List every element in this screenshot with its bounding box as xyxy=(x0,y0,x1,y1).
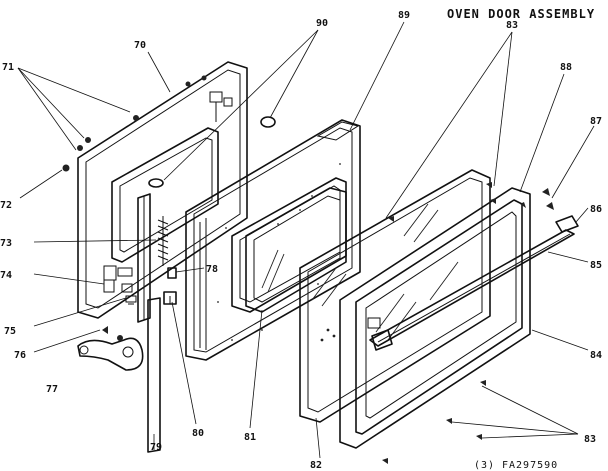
callout-85: 85 xyxy=(590,260,602,271)
callout-70: 70 xyxy=(134,40,146,51)
callout-74: 74 xyxy=(0,270,12,281)
callout-75: 75 xyxy=(4,326,16,337)
handle-end-86 xyxy=(555,215,579,233)
callout-81: 81 xyxy=(244,432,256,443)
screw-72 xyxy=(62,164,70,172)
callout-84: 84 xyxy=(590,350,602,361)
callout-83-top: 83 xyxy=(506,20,518,31)
hinge-pin-78 xyxy=(167,267,177,279)
screws-87 xyxy=(520,188,554,210)
diagram-title: OVEN DOOR ASSEMBLY xyxy=(447,7,595,21)
callout-82: 82 xyxy=(310,460,322,471)
callout-71: 71 xyxy=(2,62,14,73)
screw-76 xyxy=(102,326,108,334)
callout-78: 78 xyxy=(206,264,218,275)
hinge-channel-79 xyxy=(137,193,161,453)
leader-lines xyxy=(17,21,595,459)
callout-76: 76 xyxy=(14,350,26,361)
stop-75 xyxy=(125,295,137,305)
callout-77: 77 xyxy=(46,384,58,395)
hinge-bracket-74 xyxy=(103,279,133,293)
figure-id: FA297590 xyxy=(502,460,558,471)
callout-79: 79 xyxy=(150,442,162,453)
hinge-block-80 xyxy=(163,291,177,305)
callout-88: 88 xyxy=(560,62,572,73)
window-glass-82 xyxy=(299,169,491,423)
callout-87: 87 xyxy=(590,116,602,127)
callout-labels: 70 71 72 73 74 75 76 77 78 79 80 81 82 8… xyxy=(0,10,602,471)
footer-code: (3) xyxy=(474,460,495,471)
front-door-frame-88 xyxy=(339,187,531,449)
callout-89: 89 xyxy=(398,10,410,21)
inner-glass-pack-81 xyxy=(245,187,347,313)
callout-80: 80 xyxy=(192,428,204,439)
callout-73: 73 xyxy=(0,238,12,249)
callout-90: 90 xyxy=(316,18,328,29)
clips-83 xyxy=(382,182,496,464)
hinge-spring-73 xyxy=(157,216,169,266)
callout-86: 86 xyxy=(590,204,602,215)
callout-72: 72 xyxy=(0,200,12,211)
clip-90 xyxy=(148,116,276,188)
inner-door-liner-70 xyxy=(77,61,248,319)
hinge-arm-77 xyxy=(77,335,144,371)
door-handle-85 xyxy=(369,229,575,351)
callout-83-bottom: 83 xyxy=(584,434,596,445)
